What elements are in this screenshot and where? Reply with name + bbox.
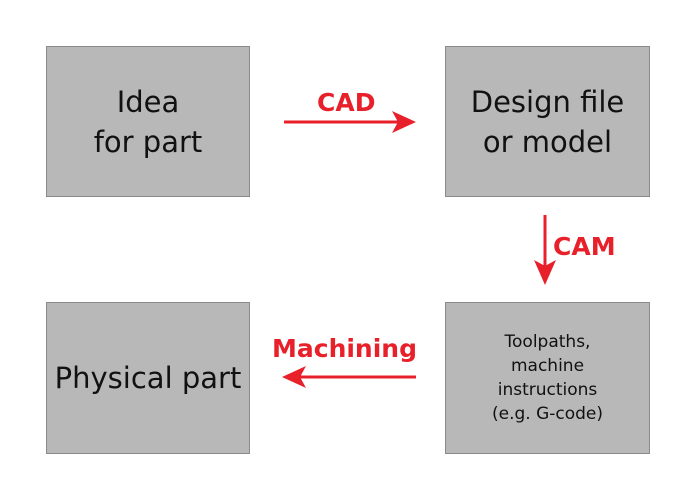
design-file-box: Design file or model [445, 46, 650, 197]
cam-label: CAM [553, 232, 616, 261]
idea-for-part-label: Idea for part [93, 84, 203, 159]
machining-arrow [282, 366, 416, 388]
cad-label: CAD [317, 88, 376, 117]
physical-part-box: Physical part [46, 302, 250, 454]
toolpaths-label: Toolpaths, machine instructions (e.g. G-… [491, 332, 604, 424]
machining-label: Machining [272, 334, 417, 363]
idea-for-part-box: Idea for part [46, 46, 250, 197]
toolpaths-box: Toolpaths, machine instructions (e.g. G-… [445, 302, 650, 454]
design-file-label: Design file or model [470, 84, 625, 159]
physical-part-label: Physical part [54, 361, 242, 395]
